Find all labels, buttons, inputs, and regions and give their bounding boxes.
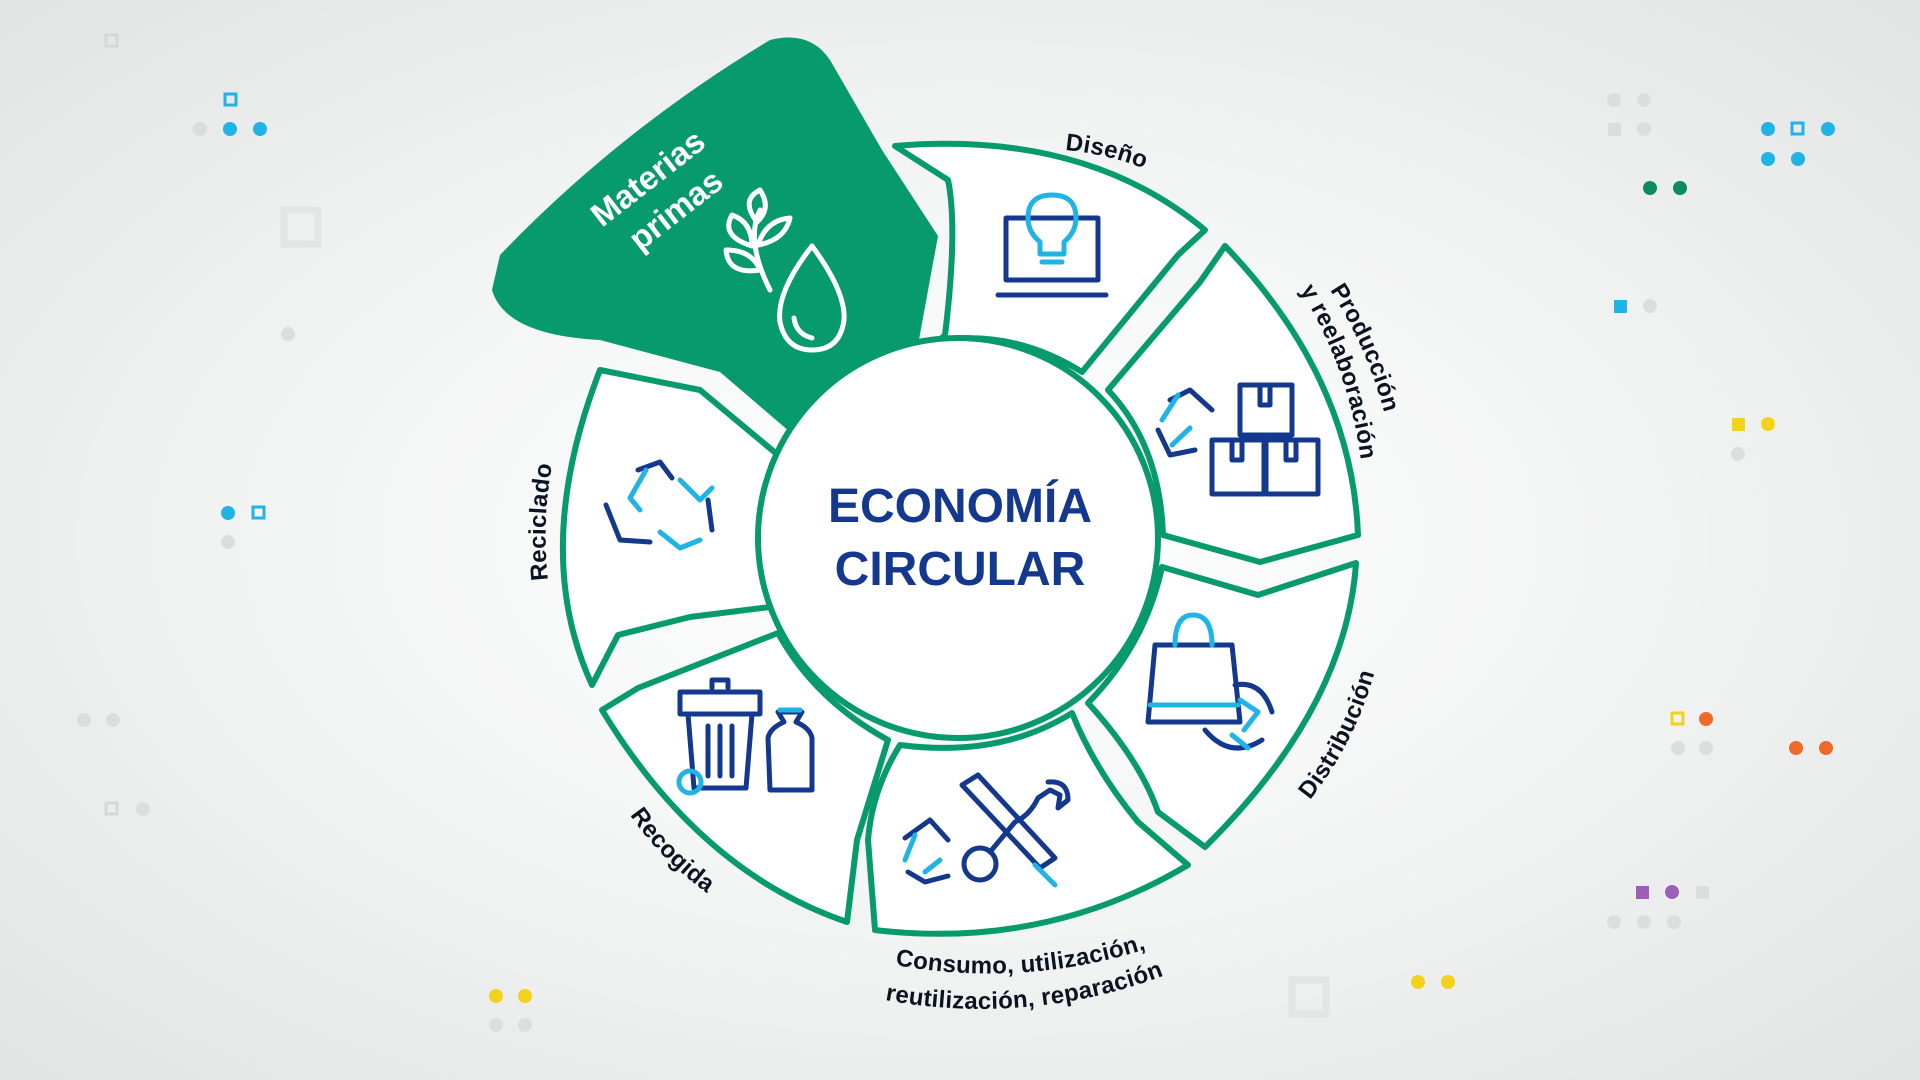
segment-reciclado <box>559 367 781 688</box>
tools-icon <box>959 772 1071 888</box>
leaf-icon <box>723 187 793 293</box>
recycle-arrows-icon-produccion <box>1155 387 1215 458</box>
segment-diseno <box>892 140 1208 375</box>
recycle-arrows-icon-consumo <box>902 817 951 885</box>
center-title-line2: CIRCULAR <box>835 543 1086 596</box>
decorative-dots <box>77 33 1835 1032</box>
segment-produccion <box>1105 243 1361 565</box>
water-drop-icon <box>777 243 847 353</box>
trash-bin-icon <box>676 677 763 796</box>
segment-materias-primas <box>492 37 938 432</box>
boxes-icon <box>1209 382 1321 497</box>
recycle-arrows-icon-distribucion <box>1202 681 1275 751</box>
recycle-icon <box>603 459 715 551</box>
lightbulb-laptop-icon <box>995 192 1109 298</box>
reciclado-label: Reciclado <box>525 461 558 582</box>
garbage-bag-icon <box>765 707 815 793</box>
shopping-bag-icon <box>1145 612 1243 725</box>
center-hub <box>755 335 1161 741</box>
center-title-line1: ECONOMÍA <box>828 479 1092 533</box>
